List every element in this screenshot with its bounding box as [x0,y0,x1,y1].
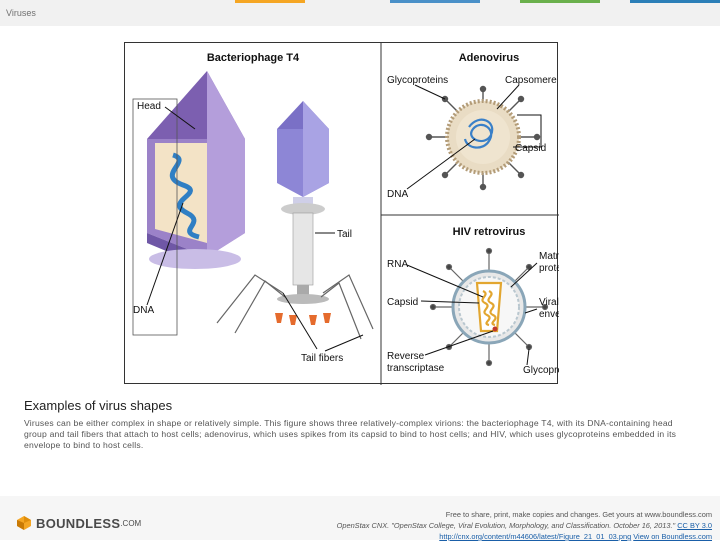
label-matrix-proteins-2: proteins [539,263,559,274]
accent-stripe-1 [235,0,305,3]
phage-tail-sheath [293,213,313,285]
label-matrix-proteins-1: Matrix [539,251,559,262]
caption-title: Examples of virus shapes [24,398,172,413]
pointer-glycoproteins [415,85,445,99]
caption-body: Viruses can be either complex in shape o… [24,418,696,451]
pointer-capsomere [497,85,519,109]
label-tail: Tail [337,229,352,240]
accent-stripe-3 [520,0,600,3]
label-dna-phage: DNA [133,305,154,316]
label-capsomere: Capsomere [505,75,557,86]
hiv-title: HIV retrovirus [453,226,526,238]
hiv-capsid [477,283,501,331]
pointer-envelope [525,309,537,313]
label-tail-fibers: Tail fibers [301,353,343,364]
label-capsid-hiv: Capsid [387,297,418,308]
label-reverse-transcriptase-1: Reverse [387,351,425,362]
adenovirus-particle [427,87,540,190]
pointer-matrix [511,263,537,287]
label-reverse-transcriptase-2: transcriptase [387,363,445,374]
footer-attribution: OpenStax CNX. "OpenStax College, Viral E… [337,521,712,530]
logo-text: BOUNDLESS [36,516,120,531]
accent-stripe-4 [630,0,720,3]
virus-figure: Bacteriophage T4 [124,42,558,384]
boundless-logo-icon [16,515,32,531]
hiv-reverse-transcriptase [493,327,498,332]
label-glycoprotein: Glycoprotein [523,365,559,376]
page-title: Viruses [6,8,36,18]
header-bar: Viruses [0,0,720,26]
footer-license-link[interactable]: CC BY 3.0 [677,521,712,530]
adenovirus-title: Adenovirus [459,52,520,64]
hiv-particle [431,249,548,366]
label-dna-adeno: DNA [387,189,408,200]
bacteriophage-title: Bacteriophage T4 [207,52,300,64]
phage-large-head [147,71,245,268]
label-viral-envelope-1: Viral [539,297,559,308]
label-viral-envelope-2: envelope [539,309,559,320]
logo-suffix: .COM [120,519,141,528]
pointer-glycoprotein [527,349,529,365]
label-head: Head [137,101,161,112]
footer-share-text: Free to share, print, make copies and ch… [446,510,712,519]
label-rna: RNA [387,259,408,270]
phage-small [275,101,331,325]
boundless-logo[interactable]: BOUNDLESS.COM [16,513,141,533]
pointer-tail-fibers-1 [325,335,363,351]
label-glycoproteins: Glycoproteins [387,75,448,86]
footer-source: OpenStax CNX. "OpenStax College, Viral E… [337,521,676,530]
accent-stripe-2 [390,0,480,3]
